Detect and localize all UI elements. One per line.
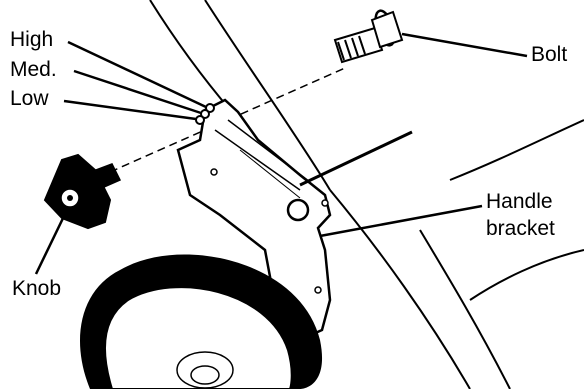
leader-med: [74, 71, 201, 113]
label-high: High: [10, 29, 53, 51]
label-med: Med.: [10, 59, 57, 81]
knob: [45, 155, 120, 228]
leader-bolt: [402, 34, 527, 56]
leader-handle-bracket: [320, 206, 482, 236]
leader-knob: [36, 212, 66, 274]
label-handle: Handle: [486, 191, 553, 213]
label-bracket: bracket: [486, 218, 555, 240]
handle-rod: [300, 132, 412, 185]
label-low: Low: [10, 88, 49, 110]
label-bolt: Bolt: [531, 44, 567, 66]
bolt: [335, 8, 402, 62]
label-knob: Knob: [12, 278, 61, 300]
